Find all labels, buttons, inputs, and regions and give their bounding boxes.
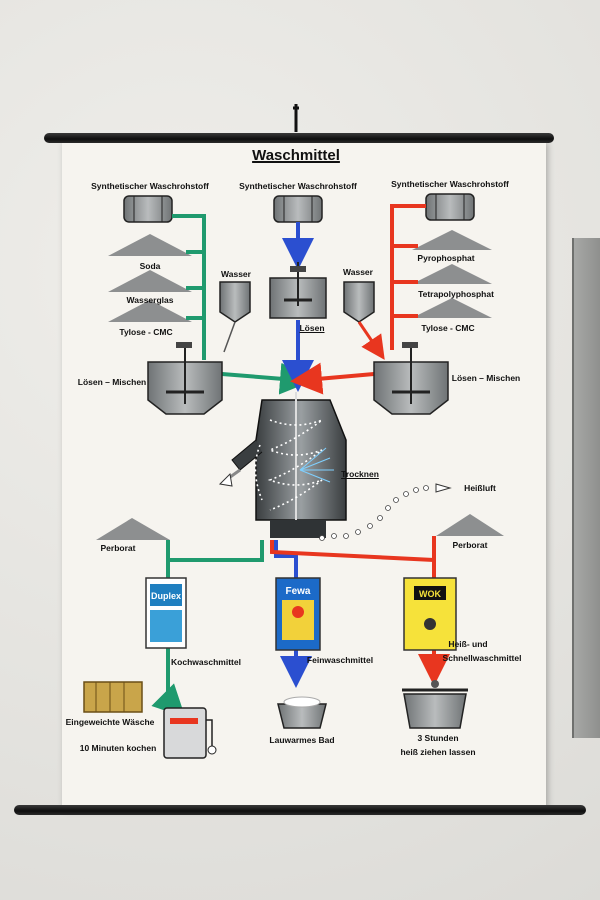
package-wok: WOK — [403, 577, 457, 651]
powder-heaps-left — [108, 234, 192, 322]
label-perborate-right: Perborat — [452, 540, 488, 550]
bottom-rod — [14, 805, 586, 815]
poster-title: Waschmittel — [252, 147, 340, 164]
perborate-heap-right — [436, 514, 504, 536]
label-heiss-und: Heiß- und — [448, 639, 488, 649]
label-drying: Trocknen — [341, 469, 379, 479]
package-fewa: Fewa — [275, 577, 321, 651]
label-kochwaschmittel: Kochwaschmittel — [171, 657, 241, 667]
label-usage-right-1: 3 Stunden — [417, 733, 459, 743]
mixing-tank-left — [147, 342, 223, 415]
dissolving-tank-center — [269, 262, 327, 319]
package-duplex: Duplex — [145, 577, 187, 649]
water-tank-left — [219, 281, 251, 353]
barrel-right — [425, 193, 475, 221]
label-tetrapolyphosphat: Tetrapolyphosphat — [418, 289, 494, 299]
label-tylose-right: Tylose - CMC — [421, 323, 475, 333]
barrel-center — [273, 195, 323, 223]
package-fewa-brand: Fewa — [285, 586, 310, 597]
powder-heaps-right — [412, 230, 492, 318]
spray-dryer — [218, 392, 347, 538]
label-raw-material-left: Synthetischer Waschrohstoff — [91, 181, 209, 191]
label-usage-left-1: Eingeweichte Wäsche — [65, 717, 155, 727]
wooden-tub — [83, 681, 143, 713]
label-perborate-left: Perborat — [100, 543, 136, 553]
label-usage-center: Lauwarmes Bad — [269, 735, 335, 745]
cooking-pot — [402, 680, 468, 729]
package-duplex-brand: Duplex — [151, 591, 181, 601]
perborate-heap-left — [96, 518, 170, 540]
label-water-right: Wasser — [343, 267, 373, 277]
mixing-tank-right — [373, 342, 449, 415]
warm-bath-tub — [277, 696, 327, 729]
label-pyrophosphat: Pyrophosphat — [417, 253, 475, 263]
red-pipeline — [270, 204, 450, 686]
label-tylose-left: Tylose - CMC — [119, 327, 173, 337]
label-feinwaschmittel: Feinwaschmittel — [306, 655, 374, 665]
package-wok-brand: WOK — [419, 589, 441, 599]
label-usage-left-2: 10 Minuten kochen — [79, 743, 157, 753]
barrel-left — [123, 195, 173, 223]
label-usage-right-2: heiß ziehen lassen — [400, 747, 476, 757]
label-soda: Soda — [139, 261, 161, 271]
label-hot-air: Heißluft — [464, 483, 496, 493]
label-dissolve-center: Lösen — [299, 323, 325, 333]
label-raw-material-right: Synthetischer Waschrohstoff — [391, 179, 509, 189]
water-tank-right — [343, 281, 385, 360]
label-dissolve-mix-right: Lösen – Mischen — [451, 373, 521, 383]
label-schnellwaschmittel: Schnellwaschmittel — [442, 653, 522, 663]
wall-cabinet — [572, 238, 600, 738]
label-wasserglas: Wasserglas — [126, 295, 174, 305]
hot-air-duct — [319, 485, 429, 541]
top-rod — [44, 133, 554, 143]
label-water-left: Wasser — [221, 269, 251, 279]
washing-boiler — [163, 707, 217, 759]
hanger-hook — [293, 104, 299, 132]
hot-air-arrow — [435, 483, 452, 493]
label-dissolve-mix-left: Lösen – Mischen — [77, 377, 147, 387]
label-raw-material-center: Synthetischer Waschrohstoff — [239, 181, 357, 191]
